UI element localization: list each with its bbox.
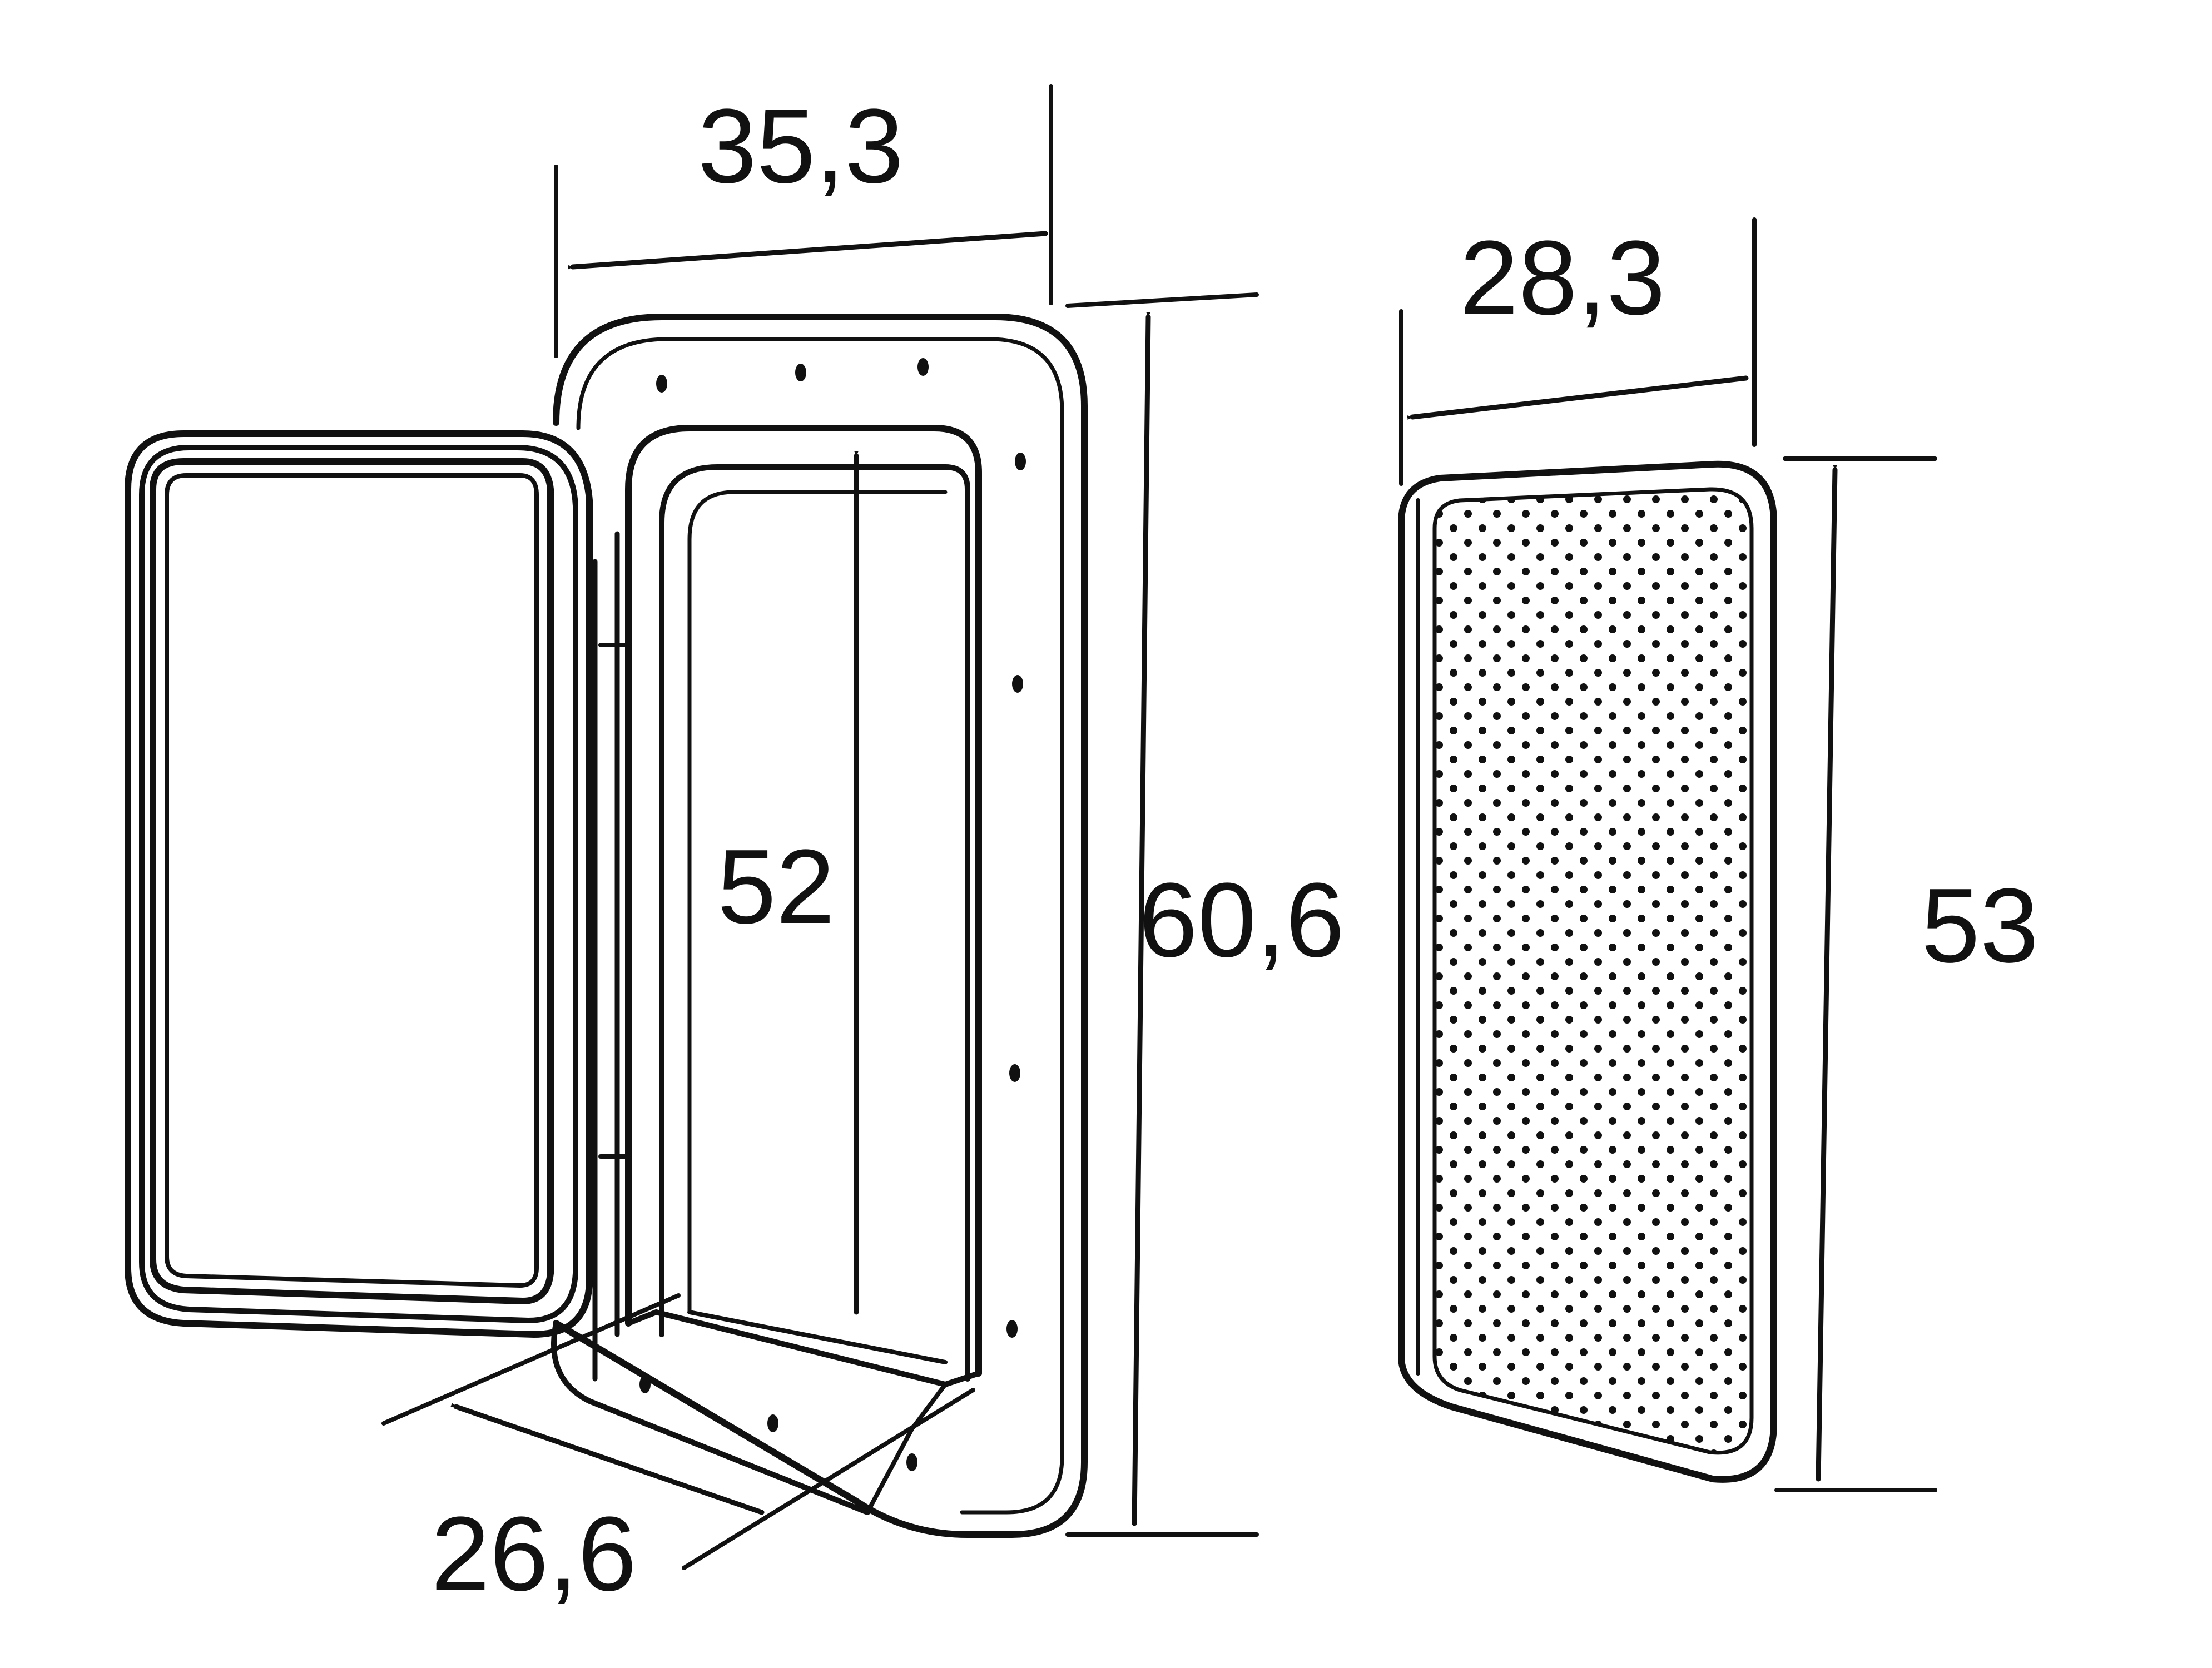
- dimension-cover-width: 28,3: [1399, 217, 1757, 486]
- dimension-frame-height: 60,6: [1065, 292, 1345, 1537]
- label-opening-height: 52: [717, 828, 835, 946]
- dimension-opening-height: 52: [717, 451, 859, 1315]
- label-cover-height: 53: [1921, 867, 2039, 985]
- screw-marks: [639, 358, 1026, 1471]
- hatch-frame: [551, 314, 1088, 1538]
- label-depth: 26,6: [431, 1495, 637, 1613]
- dimension-frame-width: 35,3: [554, 84, 1053, 358]
- label-frame-width: 35,3: [698, 87, 904, 205]
- dimension-cover-height: 53: [1774, 456, 2039, 1492]
- perforated-cover: [1398, 460, 1777, 1483]
- label-frame-height: 60,6: [1139, 861, 1345, 979]
- label-cover-width: 28,3: [1460, 219, 1665, 337]
- dimension-depth: 26,6: [381, 1293, 975, 1613]
- hatch-door-open: [125, 430, 593, 1338]
